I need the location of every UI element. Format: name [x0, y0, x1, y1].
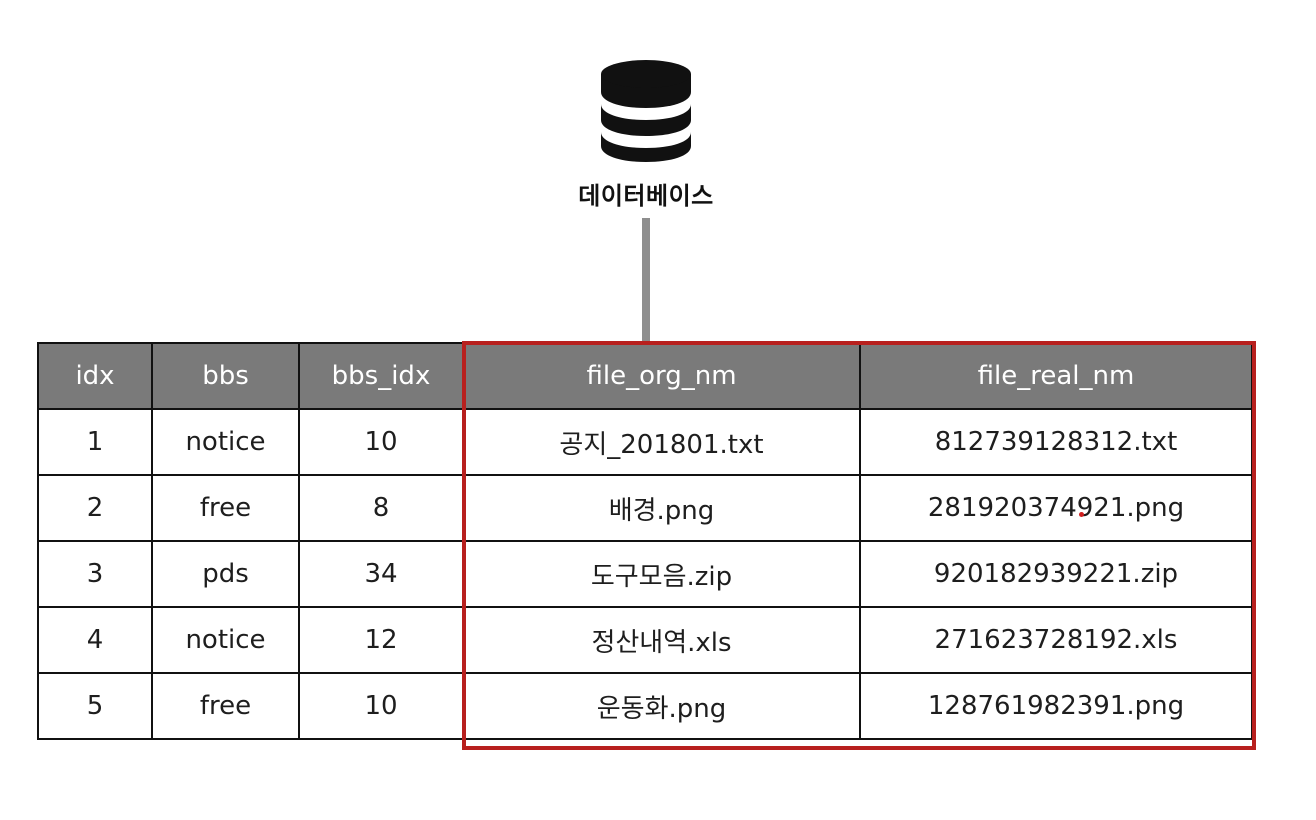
connector-line	[642, 218, 650, 342]
cell-file-real-nm: 812739128312.txt	[859, 408, 1253, 476]
cell-file-org-nm: 도구모음.zip	[462, 540, 861, 608]
database-icon	[601, 60, 691, 162]
cell-idx: 5	[37, 672, 153, 740]
column-header-file-real-nm: file_real_nm	[859, 342, 1253, 410]
pointer-dot	[1079, 512, 1084, 517]
cell-bbs: free	[151, 672, 300, 740]
table-row: 3 pds 34 도구모음.zip 920182939221.zip	[37, 540, 1253, 608]
cell-file-org-nm: 배경.png	[462, 474, 861, 542]
cell-bbs: free	[151, 474, 300, 542]
cell-bbs: pds	[151, 540, 300, 608]
file-table: idx bbs bbs_idx file_org_nm file_real_nm…	[37, 342, 1253, 740]
cell-file-org-nm: 공지_201801.txt	[462, 408, 861, 476]
table-row: 2 free 8 배경.png 281920374921.png	[37, 474, 1253, 542]
column-header-bbs: bbs	[151, 342, 300, 410]
cell-bbs-idx: 34	[298, 540, 464, 608]
cell-bbs-idx: 10	[298, 408, 464, 476]
cell-bbs-idx: 12	[298, 606, 464, 674]
cell-bbs-idx: 8	[298, 474, 464, 542]
table-row: 1 notice 10 공지_201801.txt 812739128312.t…	[37, 408, 1253, 476]
table-row: 4 notice 12 정산내역.xls 271623728192.xls	[37, 606, 1253, 674]
cell-file-real-nm: 128761982391.png	[859, 672, 1253, 740]
cell-idx: 1	[37, 408, 153, 476]
cell-file-real-nm: 271623728192.xls	[859, 606, 1253, 674]
cell-file-real-nm: 920182939221.zip	[859, 540, 1253, 608]
cell-file-org-nm: 운동화.png	[462, 672, 861, 740]
cell-bbs-idx: 10	[298, 672, 464, 740]
cell-idx: 4	[37, 606, 153, 674]
cell-bbs: notice	[151, 408, 300, 476]
cell-file-real-nm: 281920374921.png	[859, 474, 1253, 542]
cell-idx: 3	[37, 540, 153, 608]
cell-idx: 2	[37, 474, 153, 542]
database-label: 데이터베이스	[578, 182, 714, 210]
cell-bbs: notice	[151, 606, 300, 674]
table-header-row: idx bbs bbs_idx file_org_nm file_real_nm	[37, 342, 1253, 410]
column-header-file-org-nm: file_org_nm	[462, 342, 861, 410]
column-header-bbs-idx: bbs_idx	[298, 342, 464, 410]
column-header-idx: idx	[37, 342, 153, 410]
table-row: 5 free 10 운동화.png 128761982391.png	[37, 672, 1253, 740]
cell-file-org-nm: 정산내역.xls	[462, 606, 861, 674]
